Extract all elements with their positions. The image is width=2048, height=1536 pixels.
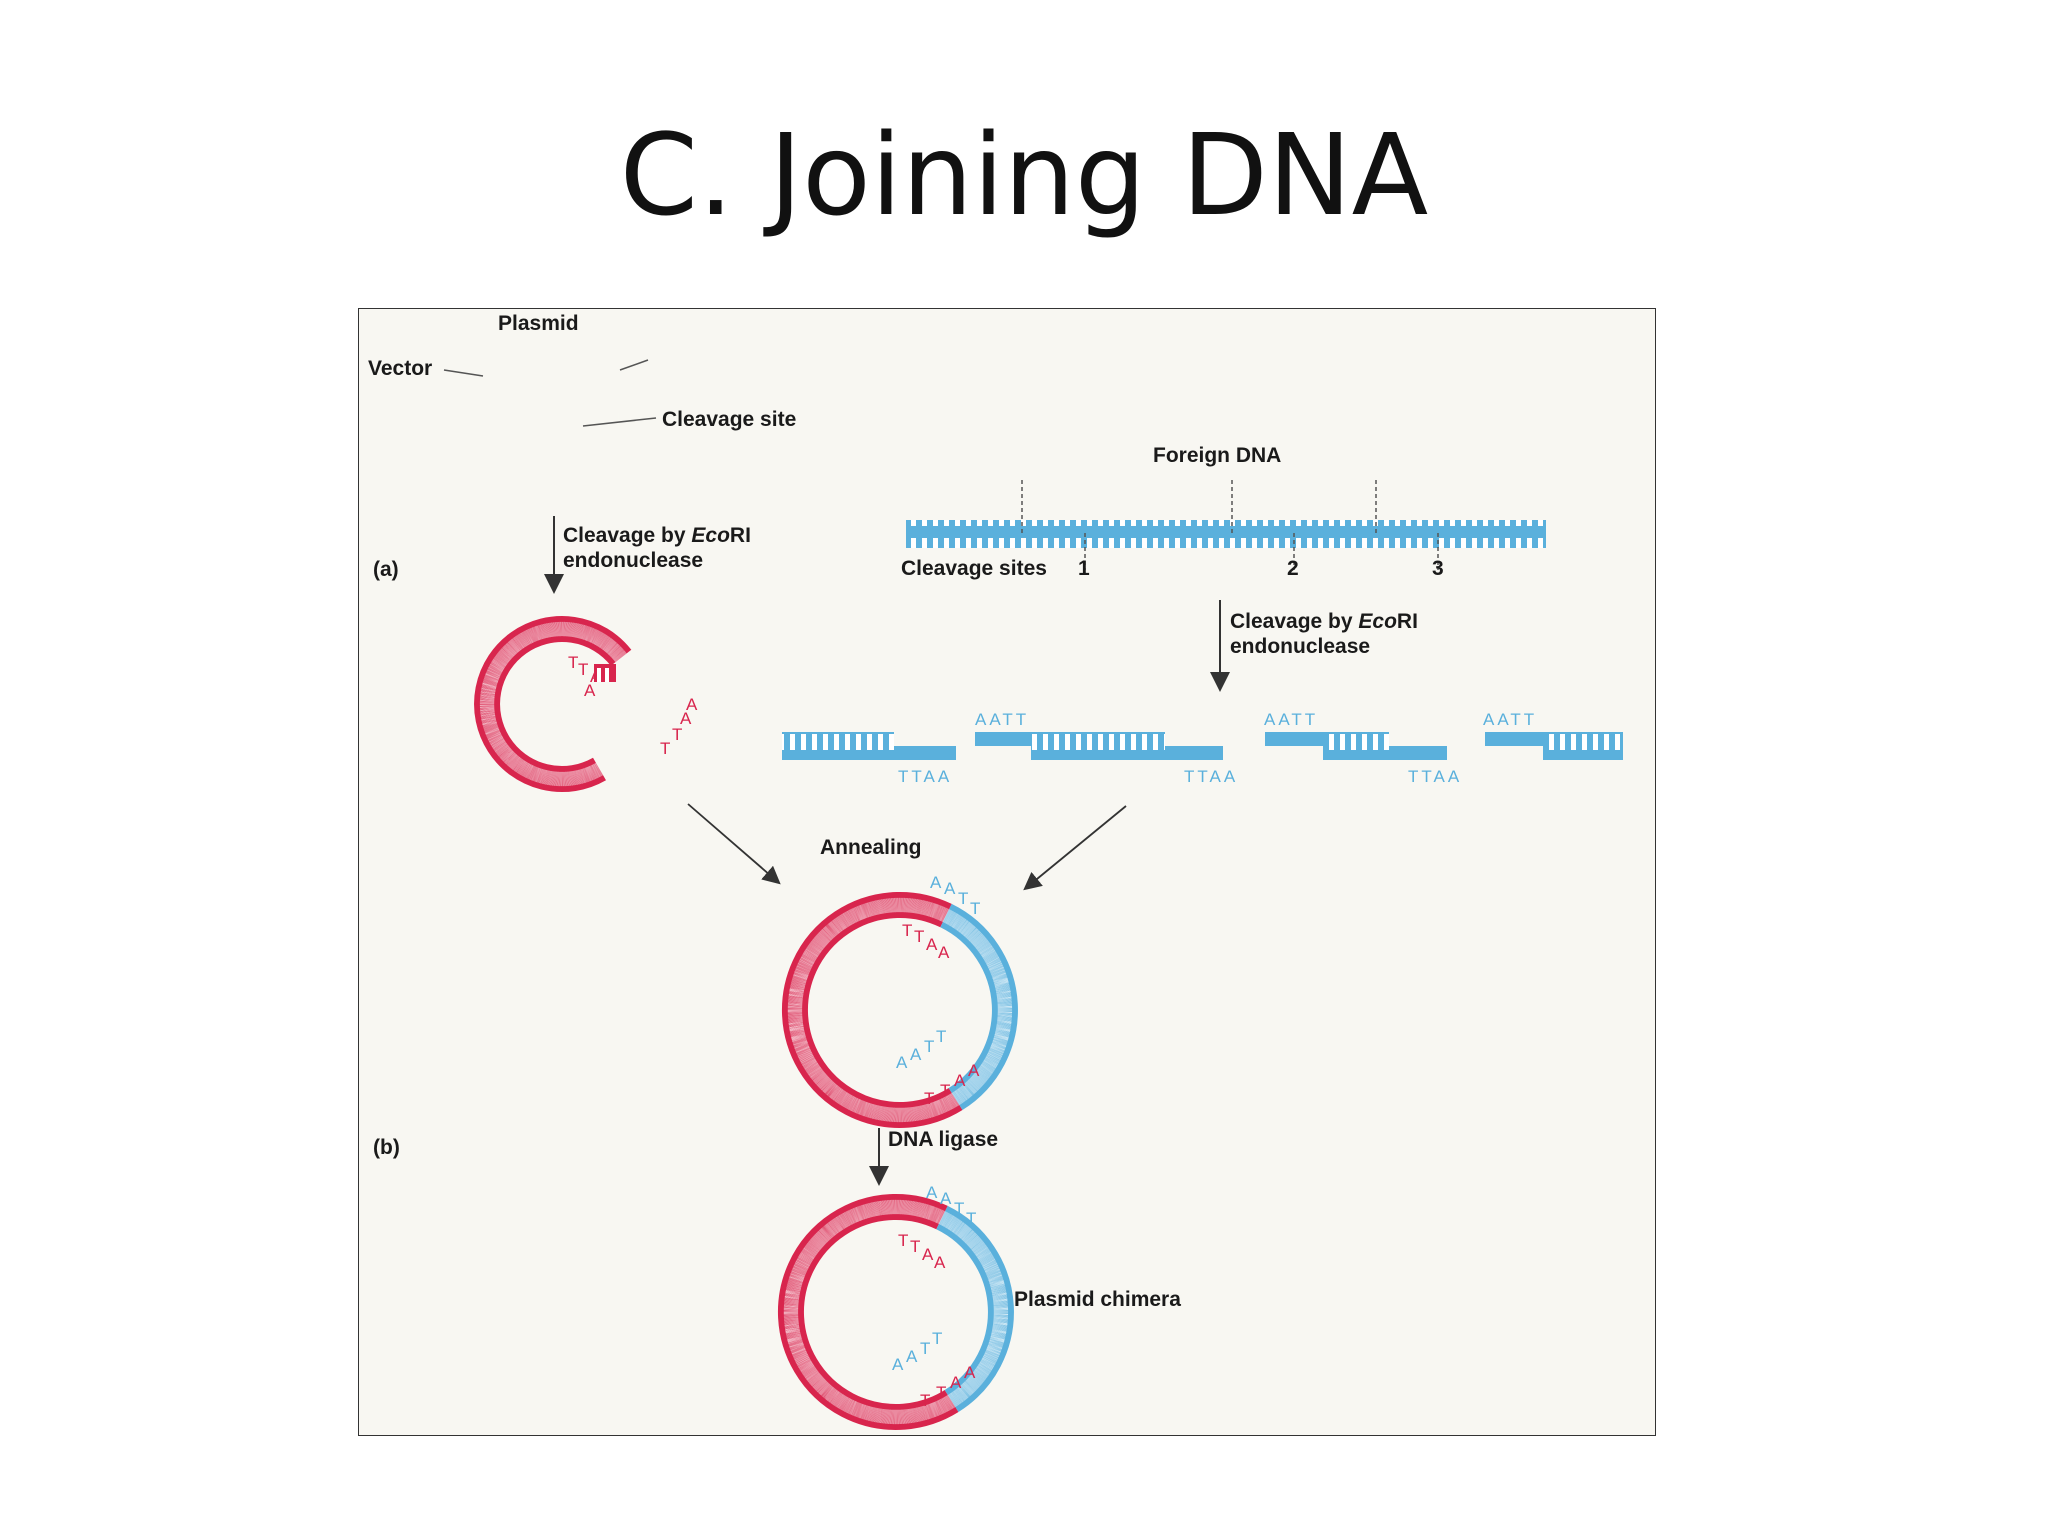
annealed-bottom-blue-t1: T (924, 1037, 934, 1056)
annealed-top-blue-a2: A (944, 879, 956, 898)
plasmid-cleavage-label: Cleavage by EcoRI (563, 524, 751, 547)
fragment-3-ttaa: TTAA (1408, 767, 1462, 786)
vector-leader-line (443, 369, 484, 377)
fragment-3-aatt: AATT (1264, 710, 1318, 729)
annealed-bottom-blue-a2: A (910, 1045, 922, 1064)
chimera-top-red-t1: T (898, 1231, 908, 1250)
dna-joining-figure: Plasmid Vector Cleavage site Cleavage by… (358, 308, 1656, 1436)
annealed-plasmid-bases: A A T T T T A A A A T T A A T T (896, 873, 980, 1108)
chimera-bottom-red-a1: A (964, 1363, 976, 1382)
fragment-4-overhang-left (1485, 732, 1543, 746)
fragment-3-double (1323, 732, 1389, 760)
chimera-top-red-t2: T (910, 1237, 920, 1256)
fragment-2-aatt: AATT (975, 710, 1029, 729)
fragment-3-overhang-right (1389, 746, 1447, 760)
annealed-bottom-blue-a1: A (896, 1053, 908, 1072)
chimera-bottom-blue-a1: A (892, 1355, 904, 1374)
plasmid-cleavage-enzyme-suffix: RI (730, 524, 751, 547)
panel-b-label: (b) (373, 1136, 400, 1159)
annealed-top-red-a1: A (926, 935, 938, 954)
foreign-cleavage-enzyme-suffix: RI (1397, 610, 1418, 633)
chimera-top-blue-t1: T (954, 1199, 964, 1218)
arrow-fragments-to-annealing (1023, 805, 1127, 891)
chimera-top-red-a1: A (922, 1245, 934, 1264)
annealed-bottom-red-t2: T (924, 1089, 934, 1108)
foreign-cleavage-by: Cleavage by (1230, 610, 1358, 633)
cleavage-site-3: 3 (1432, 557, 1444, 580)
annealed-bottom-red-a1: A (968, 1061, 980, 1080)
opened-plasmid-sticky-ends: T T A A A A T T (568, 653, 698, 758)
cleavage-site-leader-line (582, 417, 657, 427)
fragment-4-double (1543, 732, 1623, 760)
cleavage-site-2: 2 (1287, 557, 1299, 580)
fragment-1-double (782, 732, 894, 760)
annealed-top-red-t1: T (902, 921, 912, 940)
foreign-dna-label: Foreign DNA (1153, 444, 1281, 467)
opened-top-base-t2: T (578, 660, 588, 679)
fragment-2-overhang-left (975, 732, 1031, 746)
chimera-top-blue-a2: A (940, 1189, 952, 1208)
figure-background (358, 308, 1656, 1436)
vector-label: Vector (368, 357, 432, 380)
fragment-2-overhang-right (1165, 746, 1223, 760)
plasmid-label: Plasmid (498, 312, 579, 335)
fragment-3-overhang-left (1265, 732, 1323, 746)
cleavage-site-1: 1 (1078, 557, 1090, 580)
chimera-bottom-red-t2: T (920, 1391, 930, 1410)
annealed-bottom-red-a2: A (954, 1071, 966, 1090)
foreign-cleavage-enzyme: Eco (1358, 610, 1397, 633)
foreign-dna-fragments: TTAA AATT TTAA AATT TTAA AATT (782, 710, 1623, 786)
chimera-bottom-red-a2: A (950, 1373, 962, 1392)
opened-bottom-base-a1: A (686, 695, 698, 714)
chimera-top-red-a2: A (934, 1253, 946, 1272)
plasmid-endonuclease-label: endonuclease (563, 549, 703, 572)
plasmid-cleavage-by: Cleavage by (563, 524, 691, 547)
opened-bottom-base-t2: T (660, 739, 670, 758)
foreign-endonuclease-label: endonuclease (1230, 635, 1370, 658)
annealing-label: Annealing (820, 836, 922, 859)
chimera-plasmid-bases: A A T T T T A A A A T T A A T T (892, 1183, 976, 1410)
fragment-2-double (1031, 732, 1165, 760)
opened-bottom-base-t1: T (672, 725, 682, 744)
opened-top-base-a2: A (584, 681, 596, 700)
foreign-dna-strand (906, 520, 1546, 548)
plasmid-chimera-label: Plasmid chimera (1014, 1288, 1181, 1311)
slide-title: C. Joining DNA (619, 111, 1429, 241)
chimera-top-blue-t2: T (966, 1209, 976, 1228)
annealed-top-blue-t1: T (958, 889, 968, 908)
annealed-top-red-t2: T (914, 927, 924, 946)
opened-plasmid-ring (474, 616, 632, 792)
foreign-cleavage-label: Cleavage by EcoRI (1230, 610, 1418, 633)
cleavage-site-label: Cleavage site (662, 408, 796, 431)
chimera-plasmid-ring (777, 1193, 1014, 1430)
fragment-2-ttaa: TTAA (1184, 767, 1238, 786)
annealed-top-red-a2: A (938, 943, 950, 962)
chimera-bottom-blue-t2: T (932, 1329, 942, 1348)
annealed-top-blue-t2: T (970, 899, 980, 918)
opened-bottom-base-a2: A (680, 709, 692, 728)
cleavage-sites-label: Cleavage sites (901, 557, 1047, 580)
annealed-plasmid-ring (781, 891, 1018, 1128)
dna-ligase-label: DNA ligase (888, 1128, 998, 1151)
opened-top-base-t1: T (568, 653, 578, 672)
annealed-bottom-blue-t2: T (936, 1027, 946, 1046)
annealed-bottom-red-t1: T (940, 1081, 950, 1100)
chimera-bottom-blue-t1: T (920, 1339, 930, 1358)
fragment-1-overhang (894, 746, 956, 760)
plasmid-cleavage-enzyme: Eco (691, 524, 730, 547)
cleavage-site-tick (619, 359, 649, 371)
fragment-1-ttaa: TTAA (898, 767, 952, 786)
chimera-bottom-red-t1: T (936, 1383, 946, 1402)
annealed-top-blue-a1: A (930, 873, 942, 892)
fragment-4-aatt: AATT (1483, 710, 1537, 729)
panel-a-label: (a) (373, 558, 399, 581)
chimera-bottom-blue-a2: A (906, 1347, 918, 1366)
chimera-top-blue-a1: A (926, 1183, 938, 1202)
arrow-opened-plasmid-to-annealing (687, 803, 781, 885)
